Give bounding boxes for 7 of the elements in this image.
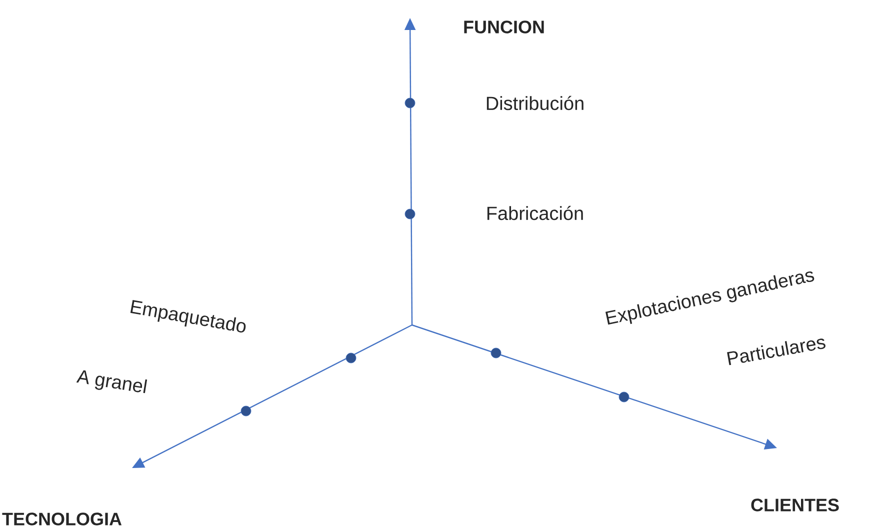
axis-title: CLIENTES — [751, 498, 839, 512]
axis-title: TECNOLOGIA — [2, 512, 122, 526]
axis-value-label: A granel — [76, 370, 148, 394]
axis-value-label: Particulares — [727, 338, 826, 366]
axis-value-label: Distribución — [486, 96, 584, 110]
axis-value-label: Fabricación — [487, 206, 583, 220]
axis-title: FUNCION — [464, 20, 544, 34]
